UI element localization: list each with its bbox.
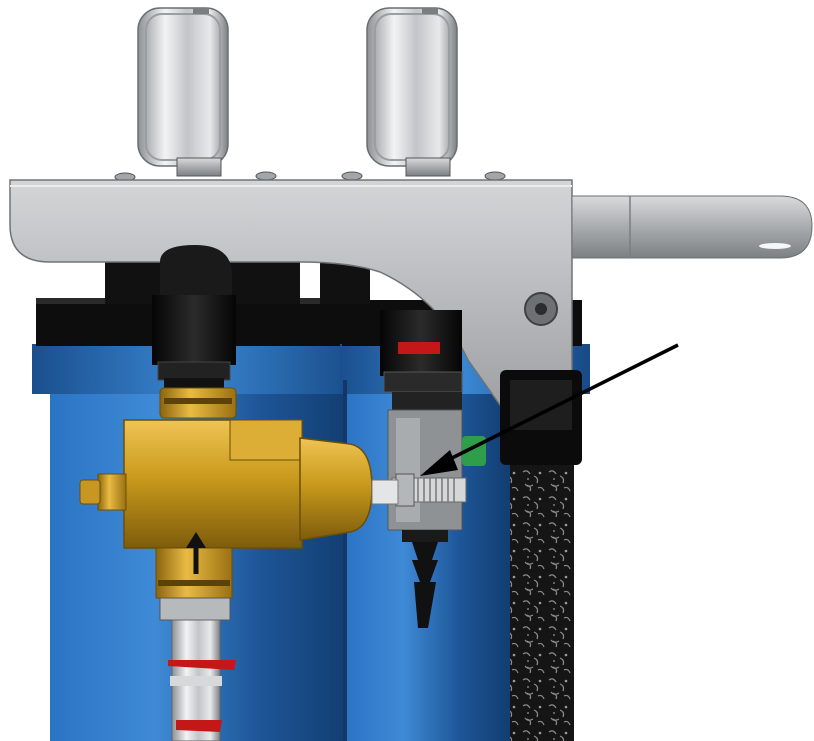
canister-clip bbox=[500, 370, 582, 465]
foam-strip bbox=[510, 455, 574, 741]
canister-seam bbox=[343, 380, 347, 741]
mounting-bracket bbox=[9, 171, 813, 406]
arrow-icon bbox=[420, 343, 679, 476]
pressure-gauge-left bbox=[137, 7, 229, 177]
elbow-fitting bbox=[152, 245, 236, 392]
canister-caps bbox=[105, 262, 370, 304]
brass-regulator bbox=[79, 387, 399, 599]
arrow-up-icon bbox=[186, 532, 206, 574]
pressure-gauge-right bbox=[366, 7, 458, 177]
inlet-pipe bbox=[159, 597, 236, 741]
